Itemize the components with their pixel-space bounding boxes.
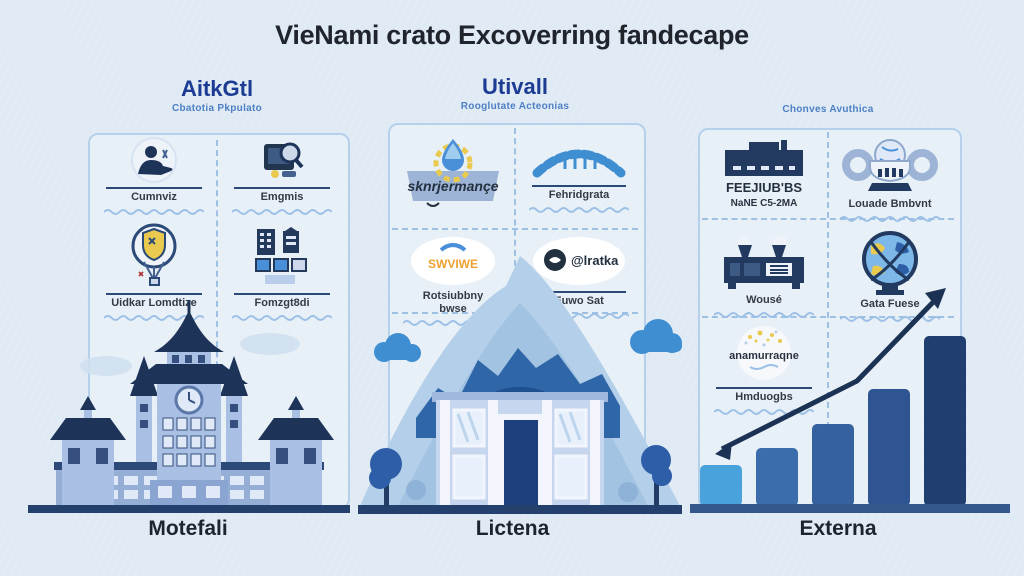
divider bbox=[532, 185, 626, 187]
card-label: Louade Bmbvnt bbox=[848, 198, 932, 210]
growth-bar-chart bbox=[690, 288, 1010, 513]
factory-machine-icon bbox=[704, 234, 824, 294]
card-label: Euwo Sat bbox=[554, 295, 604, 307]
card-fehridgrata: Fehridgrata bbox=[520, 132, 638, 215]
column-2-header: Utivall bbox=[481, 74, 549, 99]
column-1-divider bbox=[216, 140, 218, 498]
laptop-search-icon bbox=[222, 136, 342, 184]
divider bbox=[716, 387, 812, 389]
page-title: VieNami crato Excoverring fandecape bbox=[275, 20, 749, 50]
card-uidkar-lomdtize: Uidkar Lomdtize bbox=[94, 222, 214, 323]
chart-bars bbox=[700, 336, 966, 506]
bar-3 bbox=[812, 424, 854, 506]
footer-label-2: Lictena bbox=[475, 517, 550, 540]
divider bbox=[234, 293, 330, 295]
trend-arrow-head bbox=[925, 288, 946, 309]
divider bbox=[234, 187, 330, 189]
column-3-subheader: Chonves Avuthica bbox=[782, 104, 874, 115]
divider bbox=[532, 291, 626, 293]
card-label: Wousé bbox=[746, 294, 782, 306]
logo-text: @lratka bbox=[571, 253, 619, 268]
dark-building-icon: FEEJIUB'BS NaNE C5-2MA bbox=[704, 134, 824, 212]
divider bbox=[106, 187, 202, 189]
trend-arrow-line bbox=[720, 293, 942, 452]
card-label: Fomzgt8di bbox=[254, 297, 310, 309]
oval-badge-dark-logo: @lratka bbox=[520, 234, 638, 288]
buildings-calculator-icon bbox=[222, 222, 342, 290]
oval-badge-orange: SWVIWE bbox=[394, 234, 512, 288]
logo-subtext: NaNE C5-2MA bbox=[731, 198, 798, 209]
card-louade-bmbvnt: Louade Bmbvnt bbox=[830, 134, 950, 224]
chart-baseline bbox=[690, 504, 1010, 513]
card-label: Rotsiubbny bwse bbox=[422, 290, 484, 315]
card-euwo-sat: @lratka Euwo Sat bbox=[520, 234, 638, 321]
card-fomzgt8di: Fomzgt8di bbox=[222, 222, 342, 323]
card-emgmis: Emgmis bbox=[222, 136, 342, 217]
card-wouse: Wousé bbox=[704, 234, 824, 320]
column-3-divider bbox=[827, 132, 829, 458]
bar-2 bbox=[756, 448, 798, 506]
squiggle-decoration bbox=[529, 206, 629, 213]
card-rotsiubbny-bwse: SWVIWE Rotsiubbny bwse bbox=[394, 234, 512, 328]
card-label: Hmduogbs bbox=[735, 391, 793, 403]
column-3-row-divider-1 bbox=[702, 218, 954, 220]
card-hmduogbs: anamurraqne Hmduogbs bbox=[704, 322, 824, 417]
column-2-divider bbox=[514, 128, 516, 388]
card-label: Gata Fuese bbox=[860, 298, 920, 310]
column-3-row-divider-2 bbox=[702, 316, 954, 318]
column-2-row-divider-1 bbox=[392, 228, 638, 230]
squiggle-decoration bbox=[232, 208, 332, 215]
speckle-badge-icon: anamurraqne bbox=[704, 322, 824, 384]
card-label: Fehridgrata bbox=[548, 189, 610, 201]
person-analyst-icon bbox=[94, 136, 214, 184]
card-cumnviz: Cumnviz bbox=[94, 136, 214, 217]
trophy-icon bbox=[830, 134, 950, 198]
divider bbox=[106, 293, 202, 295]
card-label: Emgmis bbox=[260, 191, 304, 203]
card-sknrjermance-logo: sknrjermançe bbox=[394, 130, 512, 216]
balloon-bulb-icon bbox=[94, 222, 214, 290]
logo-text: sknrjermançe bbox=[407, 178, 498, 194]
footer-label-1: Motefali bbox=[148, 517, 228, 540]
logo-text: SWVIWE bbox=[428, 257, 478, 271]
bridge-arc-icon bbox=[520, 132, 638, 182]
column-1-subheader: Cbatotia Pkpulato bbox=[171, 103, 263, 114]
logo-text: FEEJIUB'BS bbox=[726, 180, 802, 195]
mountain-drop-logo: sknrjermançe bbox=[394, 130, 512, 216]
palace-illustration bbox=[28, 300, 350, 513]
column-2-subheader: Rooglutate Acteonias bbox=[460, 101, 570, 112]
column-1-header: AitkGtl bbox=[180, 76, 254, 101]
card-gata-fuese: Gata Fuese bbox=[830, 228, 950, 324]
bar-1 bbox=[700, 465, 742, 506]
mountain-building-illustration bbox=[358, 256, 682, 514]
bar-5 bbox=[924, 336, 966, 506]
footer-label-3: Externa bbox=[799, 517, 877, 540]
logo-text: anamurraqne bbox=[729, 350, 799, 362]
card-feejiubbs: FEEJIUB'BS NaNE C5-2MA bbox=[704, 134, 824, 212]
globe-icon bbox=[830, 228, 950, 298]
trend-arrow-tail bbox=[715, 442, 732, 460]
squiggle-decoration bbox=[840, 215, 940, 222]
bar-4 bbox=[868, 389, 910, 506]
squiggle-decoration bbox=[104, 208, 204, 215]
card-label: Uidkar Lomdtize bbox=[111, 297, 197, 309]
card-label: Cumnviz bbox=[131, 191, 177, 203]
